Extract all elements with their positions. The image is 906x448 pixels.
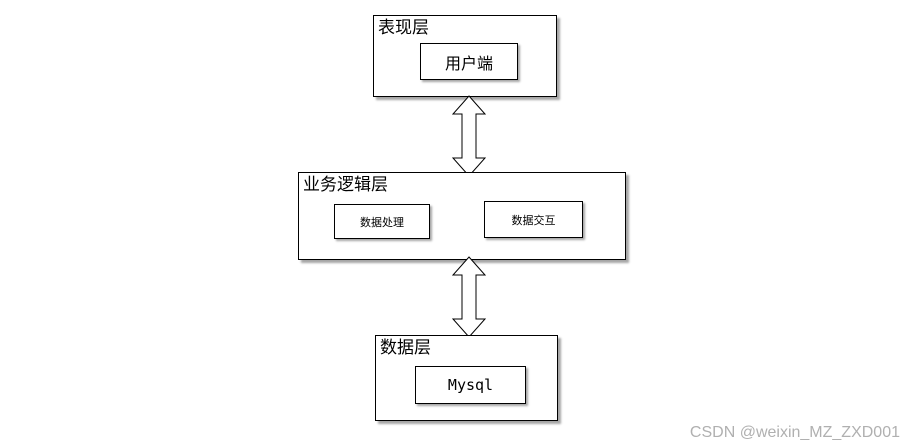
- bidirectional-arrow-bottom: [451, 256, 487, 338]
- bidirectional-arrow-bottom-shape: [451, 256, 487, 338]
- bidirectional-arrow-top-shape: [451, 95, 487, 177]
- data-processing-box: 数据处理: [334, 204, 430, 239]
- mysql-box: Mysql: [415, 366, 526, 404]
- client-box: 用户端: [420, 43, 518, 80]
- business-logic-layer-title: 业务逻辑层: [303, 175, 388, 195]
- data-layer-title: 数据层: [380, 338, 431, 358]
- data-layer-box: 数据层 Mysql: [375, 335, 558, 421]
- watermark-text: CSDN @weixin_MZ_ZXD001: [689, 424, 900, 441]
- business-logic-layer-box: 业务逻辑层 数据处理 数据交互: [298, 172, 626, 260]
- bidirectional-arrow-top: [451, 95, 487, 177]
- presentation-layer-box: 表现层 用户端: [373, 15, 557, 97]
- presentation-layer-title: 表现层: [378, 18, 429, 38]
- data-interaction-box: 数据交互: [484, 201, 583, 238]
